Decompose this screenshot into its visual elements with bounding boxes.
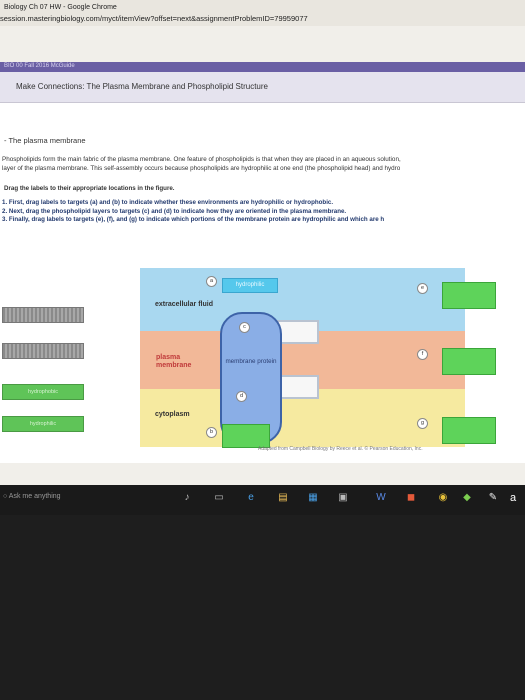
- draggable-label-hydrophilic[interactable]: hydrophilic: [2, 416, 84, 432]
- photos-icon[interactable]: ▣: [338, 492, 348, 503]
- marker-d: d: [236, 391, 247, 402]
- membrane-label: plasma membrane: [156, 354, 192, 369]
- protein-label: membrane protein: [225, 358, 277, 365]
- url-bar[interactable]: session.masteringbiology.com/myct/itemVi…: [0, 14, 308, 23]
- powerpoint-icon[interactable]: ◼: [406, 492, 416, 503]
- marker-e: e: [417, 283, 428, 294]
- marker-g: g: [417, 418, 428, 429]
- word-icon[interactable]: W: [376, 492, 386, 503]
- steps-list: 1. First, drag labels to targets (a) and…: [2, 199, 384, 225]
- mic-icon[interactable]: ♪: [184, 492, 190, 503]
- instruction-text: Drag the labels to their appropriate loc…: [4, 185, 175, 192]
- section-title: - The plasma membrane: [4, 136, 86, 145]
- target-f-box[interactable]: [442, 348, 496, 375]
- course-bar: BIO 00 Fall 2016 McGuide: [0, 62, 525, 72]
- paragraph-line-2: layer of the plasma membrane. This self-…: [2, 165, 401, 172]
- intro-paragraph: Phospholipids form the main fabric of th…: [2, 155, 525, 173]
- paragraph-line-1: Phospholipids form the main fabric of th…: [2, 156, 401, 163]
- step-1: 1. First, drag labels to targets (a) and…: [2, 199, 334, 206]
- task-view-icon[interactable]: ▭: [214, 492, 224, 503]
- circle-icon: ○: [3, 493, 8, 500]
- windows-taskbar: ○ Ask me anything ♪ ▭ e ▤ ▦ ▣ W ◼ ◉ ◆ ✎ …: [0, 485, 525, 515]
- draggable-label-2[interactable]: [2, 343, 84, 359]
- marker-a: a: [206, 276, 217, 287]
- feather-icon[interactable]: ✎: [488, 492, 498, 503]
- folder-icon[interactable]: ▤: [278, 492, 288, 503]
- step-2: 2. Next, drag the phospholipid layers to…: [2, 207, 347, 215]
- search-box[interactable]: ○ Ask me anything: [3, 493, 61, 500]
- chrome-icon[interactable]: ◉: [438, 492, 448, 503]
- marker-b: b: [206, 427, 217, 438]
- figure-credit: Adapted from Campbell Biology by Reece e…: [258, 446, 423, 452]
- browser-title: Biology Ch 07 HW - Google Chrome: [4, 4, 117, 11]
- draggable-label-1[interactable]: [2, 307, 84, 323]
- draggable-label-hydrophobic[interactable]: hydrophobic: [2, 384, 84, 400]
- screen: Biology Ch 07 HW - Google Chrome session…: [0, 0, 525, 515]
- membrane-protein: membrane protein: [220, 312, 282, 444]
- target-g-box[interactable]: [442, 417, 496, 444]
- browser-titlebar: Biology Ch 07 HW - Google Chrome session…: [0, 0, 525, 26]
- search-placeholder: Ask me anything: [8, 493, 61, 500]
- store-icon[interactable]: ▦: [308, 492, 318, 503]
- marker-c: c: [239, 322, 250, 333]
- app-icon[interactable]: ◆: [463, 492, 471, 503]
- app-a-icon[interactable]: a: [509, 492, 517, 504]
- target-b-box[interactable]: [222, 424, 270, 448]
- extracellular-label: extracellular fluid: [155, 301, 213, 308]
- placed-label-hydrophilic[interactable]: hydrophilic: [222, 278, 278, 293]
- step-3: 3. Finally, drag labels to targets (e), …: [2, 216, 385, 223]
- marker-f: f: [417, 349, 428, 360]
- cytoplasm-label: cytoplasm: [155, 411, 190, 418]
- course-label: BIO 00 Fall 2016 McGuide: [4, 63, 75, 69]
- target-e-box[interactable]: [442, 282, 496, 309]
- page-header: Make Connections: The Plasma Membrane an…: [0, 72, 525, 103]
- page-title: Make Connections: The Plasma Membrane an…: [16, 82, 268, 91]
- edge-icon[interactable]: e: [248, 492, 254, 503]
